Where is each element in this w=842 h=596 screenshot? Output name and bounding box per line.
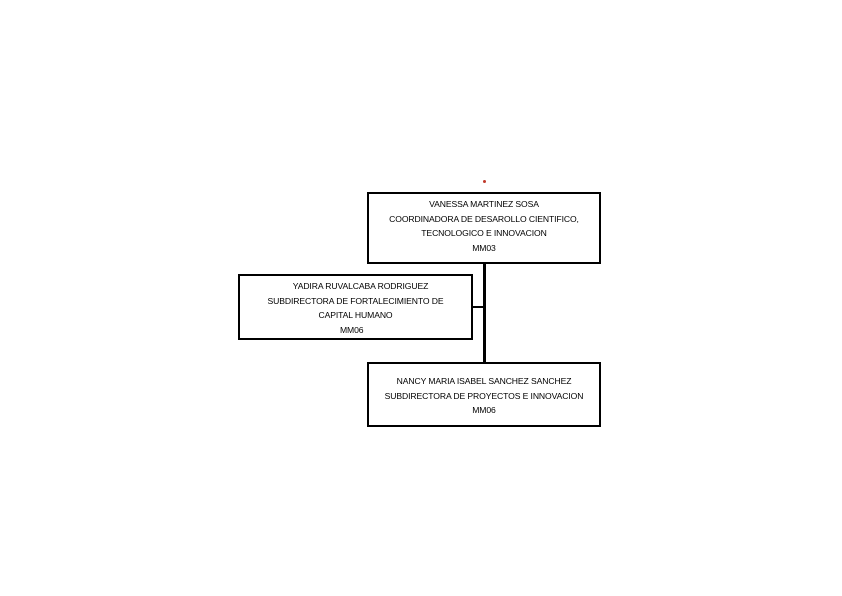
connector-horizontal-line <box>473 306 485 308</box>
proyectos-code: MM06 <box>472 405 496 415</box>
logo-dot <box>482 180 486 183</box>
coordinator-code: MM03 <box>472 242 496 253</box>
institution-logo-icon <box>476 180 492 190</box>
org-box-coordinator: VANESSA MARTINEZ SOSA COORDINADORA DE DE… <box>367 192 601 264</box>
capital-humano-code: MM06 <box>340 324 364 335</box>
org-box-proyectos: NANCY MARIA ISABEL SANCHEZ SANCHEZ SUBDI… <box>367 362 601 427</box>
connector-vertical-line <box>483 264 486 362</box>
coordinator-name: VANESSA MARTINEZ SOSA <box>429 199 539 209</box>
coordinator-title-line1: COORDINADORA DE DESAROLLO CIENTIFICO, <box>389 213 579 224</box>
capital-humano-title-line1: SUBDIRECTORA DE FORTALECIMIENTO DE <box>267 295 444 306</box>
proyectos-name: NANCY MARIA ISABEL SANCHEZ SANCHEZ <box>396 376 572 386</box>
proyectos-title-line1: SUBDIRECTORA DE PROYECTOS E INNOVACION <box>384 390 584 401</box>
capital-humano-title-line2: CAPITAL HUMANO <box>318 310 393 320</box>
org-box-capital-humano: YADIRA RUVALCABA RODRIGUEZ SUBDIRECTORA … <box>238 274 473 340</box>
coordinator-title-line2: TECNOLOGICO E INNOVACION <box>421 228 547 238</box>
capital-humano-name: YADIRA RUVALCABA RODRIGUEZ <box>292 281 429 291</box>
